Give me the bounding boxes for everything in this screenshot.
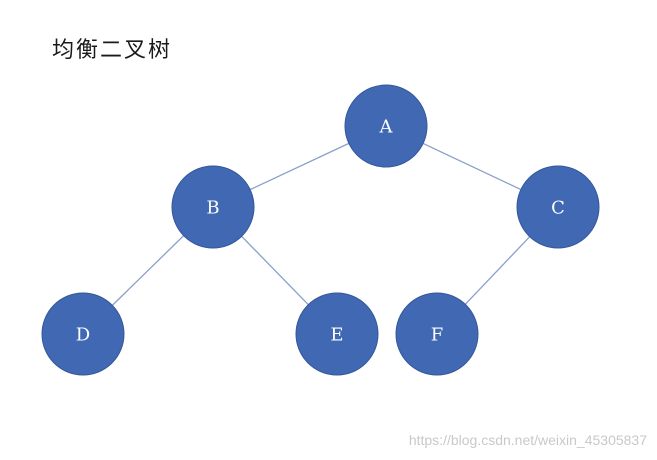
node-c: C: [516, 165, 600, 249]
node-e-circle: [295, 292, 379, 376]
node-d-circle: [41, 292, 125, 376]
edge-b-e: [241, 235, 309, 306]
node-f-label: F: [431, 325, 444, 346]
edge-a-c: [422, 142, 522, 191]
node-a-circle: [344, 84, 428, 168]
edge-c-f: [464, 236, 531, 305]
node-b-circle: [171, 165, 255, 249]
node-f: F: [395, 292, 479, 376]
node-c-circle: [516, 165, 600, 249]
edges-layer: [111, 142, 531, 306]
watermark-url: https://blog.csdn.net/weixin_45305837: [408, 432, 647, 448]
node-b: B: [171, 165, 255, 249]
node-f-circle: [395, 292, 479, 376]
node-c-label: C: [551, 198, 565, 219]
edge-b-d: [111, 235, 185, 306]
node-e-label: E: [330, 325, 343, 346]
diagram-title: 均衡二叉树: [52, 38, 173, 63]
node-e: E: [295, 292, 379, 376]
node-d-label: D: [76, 325, 90, 346]
edge-a-b: [249, 142, 350, 191]
node-a-label: A: [379, 117, 394, 138]
node-d: D: [41, 292, 125, 376]
nodes-layer: A B C D E F: [41, 84, 600, 376]
node-b-label: B: [206, 198, 219, 219]
node-a: A: [344, 84, 428, 168]
